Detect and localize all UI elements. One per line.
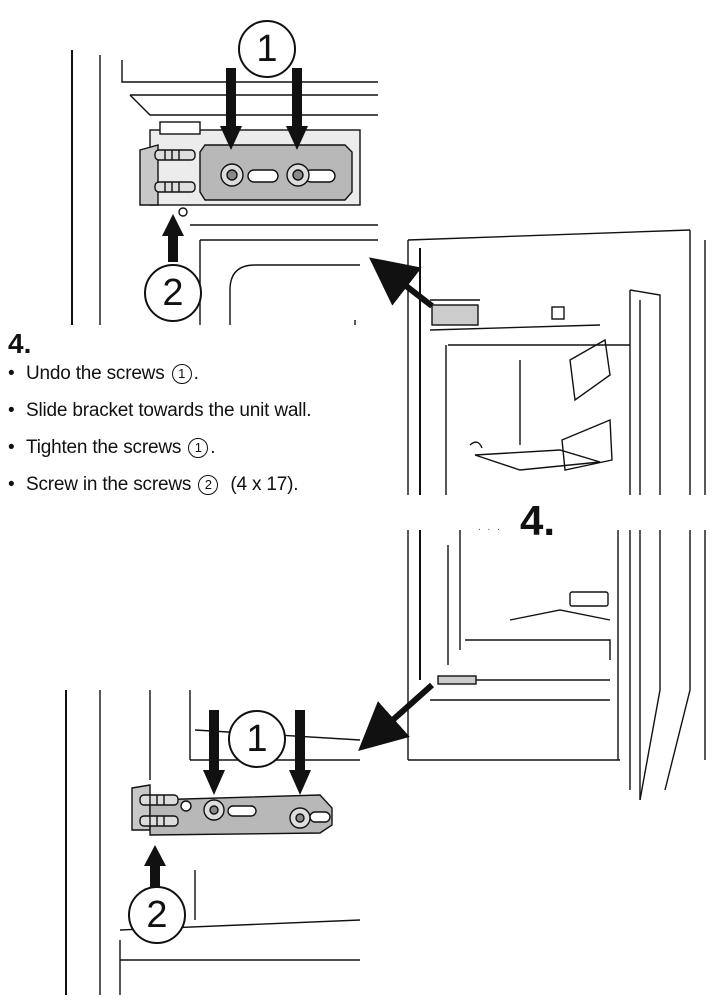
top-down-arrows (162, 68, 308, 262)
screw-marker: 1 (171, 364, 192, 384)
decorative-dots: . . . (478, 522, 502, 533)
screw-marker: 2 (198, 475, 219, 495)
bottom-bracket-detail (65, 690, 361, 995)
pointer-arrow-top (369, 257, 434, 309)
callout-2-top: 2 (144, 264, 202, 322)
instruction-list: •Undo the screws 1. •Slide bracket towar… (8, 362, 408, 510)
top-bracket-detail (71, 50, 378, 325)
callout-number: 2 (162, 272, 184, 314)
fridge-overview-top (407, 229, 706, 495)
instruction-item: •Undo the screws 1. (8, 363, 199, 384)
callout-number: 2 (146, 894, 168, 936)
fridge-overview-bottom (407, 530, 706, 801)
callout-1-top: 1 (238, 20, 296, 78)
instruction-item: •Screw in the screws 2 (4 x 17). (8, 474, 299, 495)
bottom-down-arrows (144, 710, 311, 892)
step-number: 4. (8, 328, 32, 359)
callout-number: 1 (256, 28, 278, 70)
screw-marker: 1 (188, 438, 209, 458)
instruction-item: •Slide bracket towards the unit wall. (8, 400, 312, 421)
pointer-arrow-bottom (358, 682, 434, 751)
callout-number: 1 (246, 718, 268, 760)
step-number-large: 4. (520, 497, 556, 544)
callout-1-bottom: 1 (228, 710, 286, 768)
callout-2-bottom: 2 (128, 886, 186, 944)
instruction-item: •Tighten the screws 1. (8, 437, 216, 458)
